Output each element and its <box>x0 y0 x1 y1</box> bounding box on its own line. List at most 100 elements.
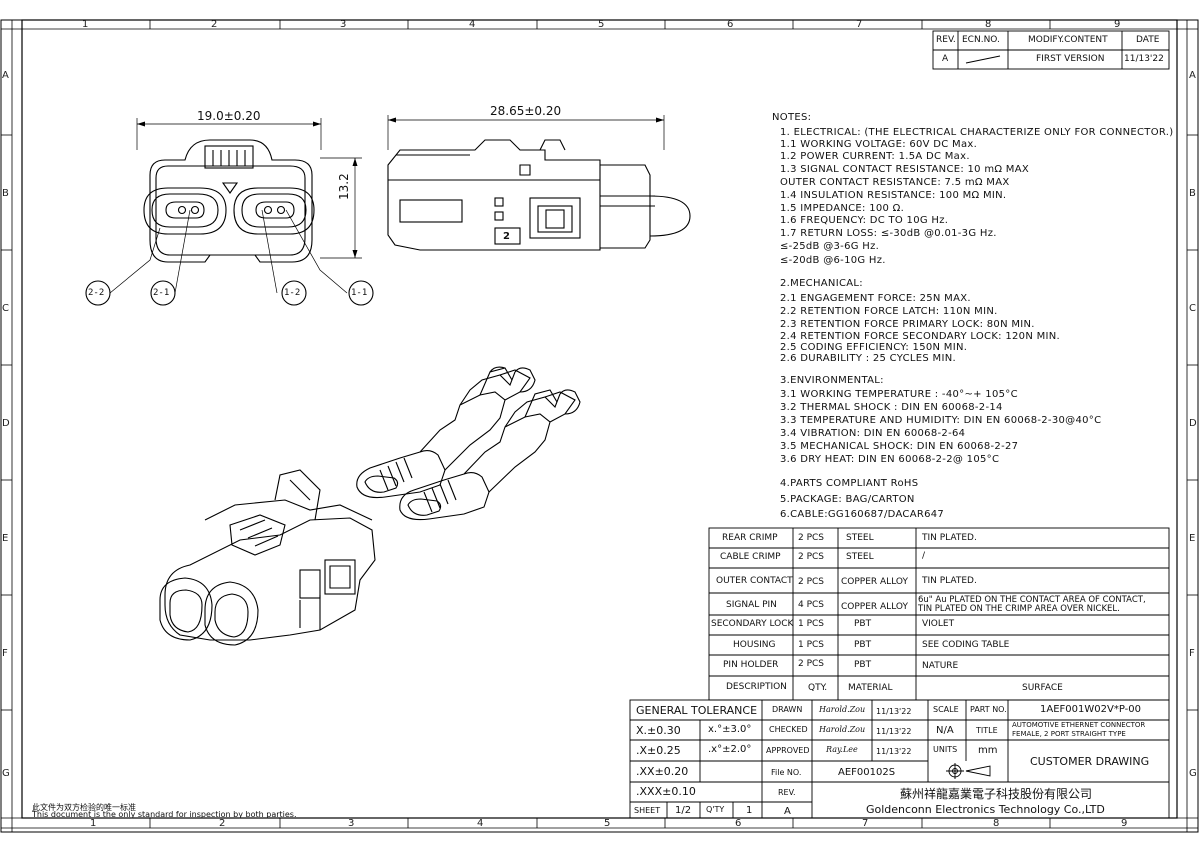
bom-header-desc: DESCRIPTION <box>726 682 787 692</box>
zone-col-9-top: 9 <box>1114 19 1121 30</box>
title-block-grid <box>629 699 1170 819</box>
bom-material: STEEL <box>846 533 874 543</box>
note-line: 1.3 SIGNAL CONTACT RESISTANCE: 10 mΩ MAX <box>780 164 1029 175</box>
rev-header-date: DATE <box>1136 35 1160 45</box>
bom-surface: TIN PLATED. <box>922 533 977 543</box>
sheet-value: 1/2 <box>675 805 692 816</box>
bom-qty: 2 PCS <box>798 659 825 669</box>
zone-col-5-bottom: 5 <box>604 818 611 829</box>
note-line: 1.4 INSULATION RESISTANCE: 100 MΩ MIN. <box>780 190 1007 201</box>
note-line: 2.6 DURABILITY : 25 CYCLES MIN. <box>780 353 956 364</box>
callout-2-2: 2-2 <box>88 288 105 298</box>
note-line: 2.5 CODING EFFICIENCY: 150N MIN. <box>780 342 968 353</box>
tol-xxxx: .XXX±0.10 <box>636 785 696 798</box>
bom-qty: 2 PCS <box>798 577 825 587</box>
checked-label: CHECKED <box>769 725 808 734</box>
front-view <box>85 118 374 306</box>
bom-qty: 1 PCS <box>798 619 825 629</box>
checked-date: 11/13'22 <box>876 727 912 736</box>
bom-desc: SIGNAL PIN <box>726 600 777 610</box>
tol-xxx: .XX±0.20 <box>636 765 689 778</box>
rev-value: A <box>784 806 791 817</box>
coding-label: 2 <box>503 231 510 242</box>
part-number: 1AEF001W02V*P-00 <box>1040 704 1141 715</box>
note-line: 1.7 RETURN LOSS: ≤-30dB @0.01-3G Hz. <box>780 228 997 239</box>
bom-qty: 2 PCS <box>798 533 825 543</box>
bom-desc: CABLE CRIMP <box>720 552 781 562</box>
note-line: 1.5 IMPEDANCE: 100 Ω. <box>780 203 905 214</box>
footer-cn: 此文件为双方检验的唯一标准 <box>32 803 136 812</box>
zone-row-b-left: B <box>2 188 9 199</box>
dim-length: 28.65±0.20 <box>490 104 562 118</box>
note-line: 1. ELECTRICAL: (THE ELECTRICAL CHARACTER… <box>780 127 1174 138</box>
bom-material: PBT <box>854 640 872 650</box>
zone-row-g-right: G <box>1189 768 1197 779</box>
side-view <box>387 115 691 251</box>
scale-label: SCALE <box>933 705 959 714</box>
note-line: 1.2 POWER CURRENT: 1.5A DC Max. <box>780 151 970 162</box>
note-line: OUTER CONTACT RESISTANCE: 7.5 mΩ MAX <box>780 177 1010 188</box>
rev-row-date: 11/13'22 <box>1124 54 1164 64</box>
note-line: 2.MECHANICAL: <box>780 278 863 289</box>
bom-surface: / <box>922 551 926 561</box>
zone-col-3-top: 3 <box>340 19 347 30</box>
zone-row-f-left: F <box>2 648 8 659</box>
rev-row-content: FIRST VERSION <box>1036 54 1105 64</box>
bom-desc: HOUSING <box>733 640 776 650</box>
dim-width: 19.0±0.20 <box>197 109 261 123</box>
zone-row-c-right: C <box>1189 303 1196 314</box>
zone-row-f-right: F <box>1189 648 1195 659</box>
zone-col-4-top: 4 <box>469 19 476 30</box>
bom-material: PBT <box>854 619 872 629</box>
tol-angle1: x.°±3.0° <box>708 724 752 735</box>
checked-by: Harold.Zou <box>819 725 866 734</box>
zone-col-8-bottom: 8 <box>993 818 1000 829</box>
bom-desc: PIN HOLDER <box>723 660 779 670</box>
note-line: 2.2 RETENTION FORCE LATCH: 110N MIN. <box>780 306 998 317</box>
rev-row-rev: A <box>942 54 949 64</box>
bom-grid <box>708 527 1170 701</box>
sheet-label: SHEET <box>634 806 661 815</box>
rev-header-ecn: ECN.NO. <box>962 35 1000 45</box>
bom-qty: 1 PCS <box>798 640 825 650</box>
zone-row-b-right: B <box>1189 188 1196 199</box>
bom-surface: NATURE <box>922 661 959 671</box>
footer-en: This document is the only standard for i… <box>32 810 297 819</box>
zone-col-1-bottom: 1 <box>90 818 97 829</box>
zone-row-e-right: E <box>1189 533 1196 544</box>
bom-surface: VIOLET <box>922 619 955 629</box>
bom-material: COPPER ALLOY <box>841 602 908 612</box>
tol-xx: .X±0.25 <box>636 744 681 757</box>
qty-value: 1 <box>746 805 753 816</box>
rev-header-rev: REV. <box>936 35 956 45</box>
note-line: 2.3 RETENTION FORCE PRIMARY LOCK: 80N MI… <box>780 319 1035 330</box>
callout-2-1: 2-1 <box>153 288 170 298</box>
note-line: 3.4 VIBRATION: DIN EN 60068-2-64 <box>780 428 966 439</box>
bom-header-material: MATERIAL <box>848 683 893 693</box>
bom-desc: REAR CRIMP <box>722 533 778 543</box>
file-label: File NO. <box>771 768 802 777</box>
bom-material: STEEL <box>846 552 874 562</box>
zone-col-3-bottom: 3 <box>348 818 355 829</box>
bom-qty: 2 PCS <box>798 552 825 562</box>
rev-header-content: MODIFY.CONTENT <box>1028 35 1108 45</box>
title-line2: FEMALE, 2 PORT STRAIGHT TYPE <box>1012 730 1126 738</box>
approved-date: 11/13'22 <box>876 747 912 756</box>
company-name-en: Goldenconn Electronics Technology Co.,LT… <box>866 803 1105 816</box>
zone-row-g-left: G <box>2 768 10 779</box>
zone-row-c-left: C <box>2 303 9 314</box>
scale-value: N/A <box>936 725 954 736</box>
rev-label: REV. <box>778 788 796 797</box>
note-line: ≤-25dB @3-6G Hz. <box>780 241 880 252</box>
bom-surface: TIN PLATED. <box>922 576 977 586</box>
file-number: AEF00102S <box>838 767 896 778</box>
zone-col-2-bottom: 2 <box>219 818 226 829</box>
bom-header-surface: SURFACE <box>1022 683 1063 693</box>
dim-height: 13.2 <box>337 173 351 200</box>
zone-row-e-left: E <box>2 533 9 544</box>
note-line: 2.1 ENGAGEMENT FORCE: 25N MAX. <box>780 293 971 304</box>
title-line1: AUTOMOTIVE ETHERNET CONNECTOR <box>1012 721 1146 729</box>
bom-surface: 6u" Au PLATED ON THE CONTACT AREA OF CON… <box>918 595 1146 605</box>
customer-drawing: CUSTOMER DRAWING <box>1030 755 1150 768</box>
